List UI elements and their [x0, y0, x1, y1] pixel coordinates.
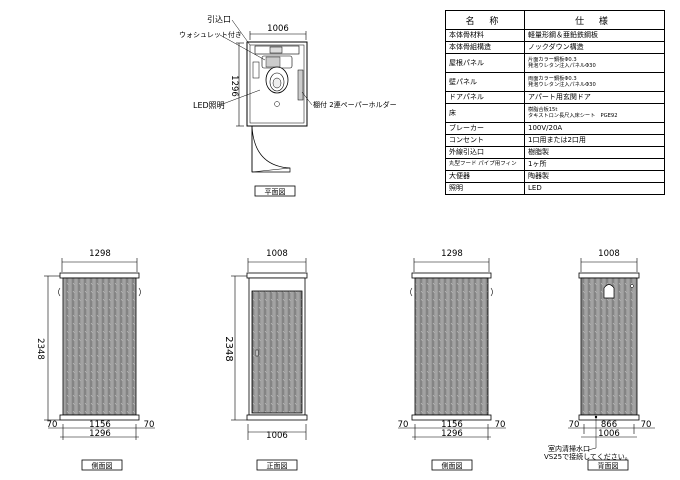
spec-value: 100V/20A	[524, 122, 665, 135]
spec-row: 床 樹脂合板15t タキストロン長尺入床シート PGE92	[445, 103, 665, 123]
side2-caption: 側面図	[442, 461, 463, 470]
back-note-1: 室内清掃水口	[548, 444, 590, 453]
spec-name: 外線引込口	[445, 146, 525, 159]
vent-window-icon	[603, 284, 615, 299]
spec-value: LED	[524, 182, 665, 195]
back-right-offset: 70	[641, 420, 652, 430]
spec-row: 壁パネル 両面カラー鋼板Φ0.3 発泡ウレタン注入パネルΦ30	[445, 72, 665, 92]
spec-value: 軽量形鋼＆亜鉛鉄鋼板	[524, 29, 665, 42]
side1-bottom-total: 1296	[89, 429, 111, 439]
side2-top-dim: 1298	[441, 249, 463, 259]
plan-depth-dim: 1296	[229, 75, 239, 97]
back-bottom-total: 1006	[598, 429, 620, 439]
spec-name: 床	[445, 103, 525, 123]
side1-left-offset: 70	[47, 420, 58, 430]
front-elevation: 1008 2348 1006 正面図	[223, 249, 308, 471]
spec-value-cell: 両面カラー鋼板Φ0.3 発泡ウレタン注入パネルΦ30	[524, 72, 665, 92]
spec-header-spec: 仕 様	[524, 10, 665, 30]
label-inlet: 引込口	[207, 15, 231, 24]
back-elevation: 1008 70 866 70 1006 室内清掃水口 VS25で接続してください…	[544, 249, 655, 471]
plan-caption-box	[254, 185, 296, 197]
spec-row: 大便器 陶器製	[445, 170, 665, 183]
side2-right-offset: 70	[495, 420, 506, 430]
spec-value-cell: 片面カラー鋼板Φ0.3 発泡ウレタン注入パネルΦ30	[524, 53, 665, 73]
spec-row: 外線引込口 樹脂製	[445, 146, 665, 159]
back-left-offset: 70	[569, 420, 580, 430]
side1-height-dim: 2348	[35, 338, 45, 360]
spec-value: 樹脂製	[524, 146, 665, 159]
spec-name: 丸型フード パイプ用フィン	[445, 158, 525, 171]
label-led: LED照明	[193, 101, 225, 110]
spec-row: 照明 LED	[445, 182, 665, 195]
side2-bottom-dim: 1156	[441, 420, 463, 430]
front-caption: 正面図	[267, 462, 288, 470]
spec-name: 壁パネル	[445, 72, 525, 92]
spec-name: 本体骨組構造	[445, 41, 525, 54]
side-elevation-right: 1298 70 1156 70 1296 側面図	[398, 249, 506, 471]
spec-header-row: 名 称 仕 様	[445, 10, 665, 30]
spec-name: 大便器	[445, 170, 525, 183]
side2-bottom-total: 1296	[441, 429, 463, 439]
spec-row: 本体骨組構造 ノックダウン構造	[445, 41, 665, 54]
spec-row: 屋根パネル 片面カラー鋼板Φ0.3 発泡ウレタン注入パネルΦ30	[445, 53, 665, 73]
spec-value: 樹脂合板15t	[528, 107, 558, 113]
side1-caption: 側面図	[92, 461, 113, 470]
plan-view: 1006 1296 引込口 ウォシュレット付き LED照明 棚付 2連ペーパーホ…	[179, 15, 397, 197]
spec-row: ドアパネル アパート用玄関ドア	[445, 91, 665, 104]
spec-name: ブレーカー	[445, 122, 525, 135]
spec-name: 本体骨材料	[445, 29, 525, 42]
spec-header-name: 名 称	[445, 10, 525, 30]
back-top-dim: 1008	[598, 249, 620, 259]
label-washlet: ウォシュレット付き	[179, 30, 242, 39]
spec-name: 照明	[445, 182, 525, 195]
spec-value: ノックダウン構造	[524, 41, 665, 54]
plan-width-dim: 1006	[267, 24, 289, 34]
spec-value: アパート用玄関ドア	[524, 91, 665, 104]
spec-row: 本体骨材料 軽量形鋼＆亜鉛鉄鋼板	[445, 29, 665, 42]
side2-left-offset: 70	[398, 420, 409, 430]
spec-value-line2: タキストロン長尺入床シート PGE92	[528, 113, 618, 119]
side-elevation-left: 1298 2348 70 1156 70 1296 側面図	[35, 249, 155, 471]
spec-value: 両面カラー鋼板Φ0.3	[528, 76, 577, 82]
spec-name: ドアパネル	[445, 91, 525, 104]
spec-row: コンセント 1口用または2口用	[445, 134, 665, 147]
spec-value: 陶器製	[524, 170, 665, 183]
side1-top-dim: 1298	[89, 249, 111, 259]
label-paper-holder: 棚付 2連ペーパーホルダー	[313, 100, 397, 109]
front-top-dim: 1008	[266, 249, 288, 259]
spec-row: ブレーカー 100V/20A	[445, 122, 665, 135]
spec-value-cell: 樹脂合板15t タキストロン長尺入床シート PGE92	[524, 103, 665, 123]
side1-right-offset: 70	[144, 420, 155, 430]
back-bottom-dim: 866	[601, 420, 617, 430]
front-height-dim: 2348	[223, 336, 234, 361]
spec-value: 1ヶ所	[524, 158, 665, 171]
spec-name: コンセント	[445, 134, 525, 147]
spec-value-line2: 発泡ウレタン注入パネルΦ30	[528, 63, 596, 69]
drain-outlet-icon	[594, 415, 598, 419]
back-note-2: VS25で接続してください。	[544, 452, 632, 461]
front-bottom-dim: 1006	[266, 431, 288, 441]
plan-caption: 平面図	[265, 188, 286, 196]
spec-table: 名 称 仕 様 本体骨材料 軽量形鋼＆亜鉛鉄鋼板 本体骨組構造 ノックダウン構造…	[445, 10, 665, 195]
spec-value: 片面カラー鋼板Φ0.3	[528, 57, 577, 63]
spec-value: 1口用または2口用	[524, 134, 665, 147]
back-caption: 背面図	[598, 461, 619, 470]
spec-name: 屋根パネル	[445, 53, 525, 73]
spec-row: 丸型フード パイプ用フィン 1ヶ所	[445, 158, 665, 171]
side1-bottom-dim: 1156	[89, 420, 111, 430]
front-door	[251, 290, 303, 414]
spec-value-line2: 発泡ウレタン注入パネルΦ30	[528, 82, 596, 88]
door-handle-icon	[255, 349, 259, 357]
